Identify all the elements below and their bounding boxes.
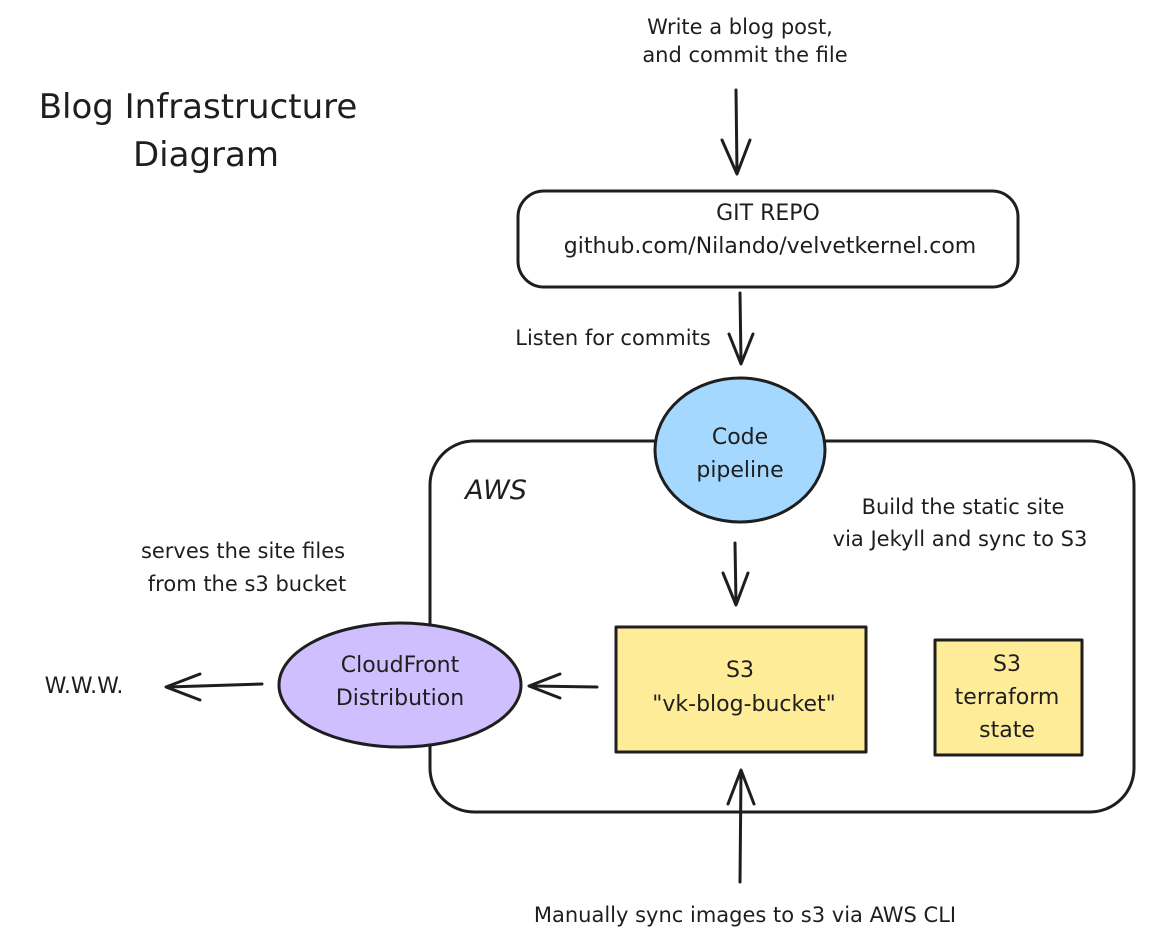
- s3-terraform-line2: terraform: [955, 685, 1060, 710]
- build-note-line1: Build the static site: [862, 495, 1065, 519]
- git-repo-box: GIT REPO github.com/Nilando/velvetkernel…: [516, 189, 1020, 289]
- diagram-title-line1: Blog Infrastructure: [39, 87, 358, 127]
- git-repo-url: github.com/Nilando/velvetkernel.com: [564, 234, 976, 259]
- s3-blog-bucket-box: [614, 625, 868, 754]
- serves-note-line2: from the s3 bucket: [148, 572, 346, 596]
- arrow-s3-to-cloudfront: [527, 672, 599, 700]
- cli-sync-note: Manually sync images to s3 via AWS CLI: [534, 903, 956, 927]
- commit-note-line2: and commit the file: [642, 43, 847, 67]
- build-note-line2: via Jekyll and sync to S3: [833, 527, 1088, 551]
- diagram-title-line2: Diagram: [133, 135, 279, 175]
- cloudfront-line2: Distribution: [336, 686, 464, 711]
- code-pipeline-circle: [653, 376, 827, 524]
- code-pipeline-line1: Code: [712, 425, 768, 450]
- arrow-pipeline-to-s3: [721, 541, 750, 607]
- s3-blog-bucket-node: S3 "vk-blog-bucket": [614, 625, 868, 754]
- www-label: W.W.W.: [45, 674, 124, 699]
- arrow-cloudfront-to-www: [164, 672, 264, 702]
- s3-blog-bucket-line1: S3: [726, 658, 754, 683]
- s3-blog-bucket-line2: "vk-blog-bucket": [652, 692, 836, 717]
- arrow-cli-to-s3: [726, 768, 756, 884]
- aws-label: AWS: [463, 475, 527, 506]
- cloudfront-ellipse: [277, 621, 523, 749]
- arrow-repo-to-pipeline: [727, 291, 755, 366]
- code-pipeline-line2: pipeline: [696, 458, 783, 483]
- code-pipeline-node: Code pipeline: [653, 376, 827, 524]
- s3-terraform-state-box: [933, 638, 1084, 757]
- s3-terraform-state-node: S3 terraform state: [933, 638, 1084, 757]
- listen-for-commits-label: Listen for commits: [515, 326, 710, 350]
- commit-note-line1: Write a blog post,: [647, 15, 833, 39]
- serves-note-line1: serves the site files: [141, 539, 345, 563]
- s3-terraform-line3: state: [979, 718, 1035, 743]
- git-repo-title: GIT REPO: [716, 201, 820, 226]
- cloudfront-node: CloudFront Distribution: [277, 621, 523, 749]
- arrow-commit-to-repo: [720, 88, 752, 176]
- s3-terraform-line1: S3: [993, 652, 1021, 677]
- cloudfront-line1: CloudFront: [341, 653, 460, 678]
